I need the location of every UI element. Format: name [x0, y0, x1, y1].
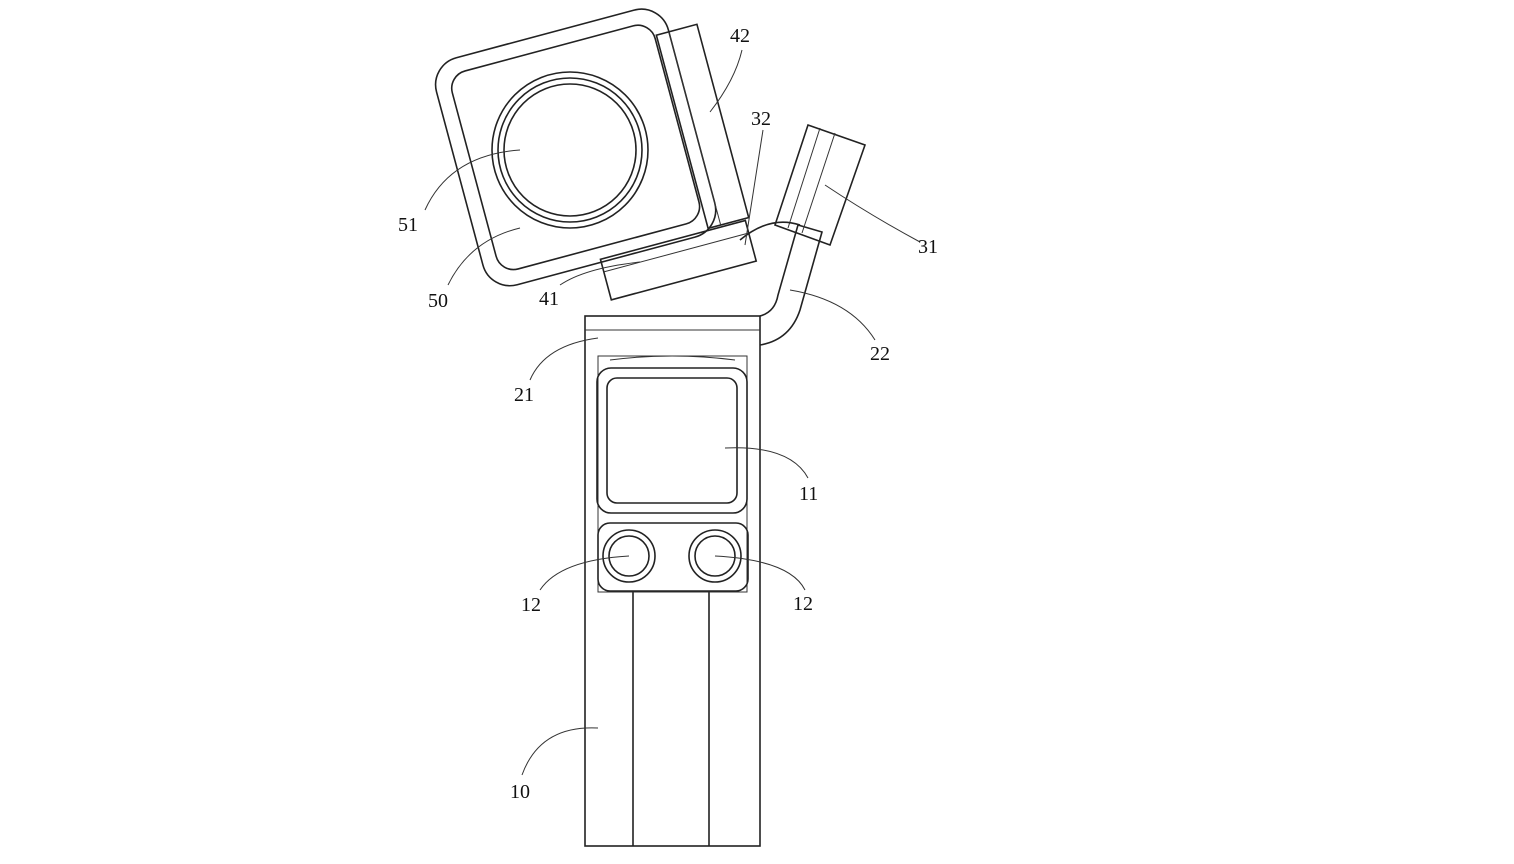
lens — [491, 71, 649, 229]
label-12-right: 12 — [793, 593, 813, 615]
label-21: 21 — [514, 384, 534, 406]
label-11: 11 — [799, 483, 818, 505]
label-22: 22 — [870, 343, 890, 365]
leader-lines — [424, 49, 921, 776]
handle-body — [584, 315, 761, 847]
control-buttons — [597, 522, 749, 592]
label-41: 41 — [539, 288, 559, 310]
label-51: 51 — [398, 214, 418, 236]
label-31: 31 — [918, 236, 938, 258]
gimbal-arms — [759, 123, 867, 346]
display-screen — [596, 355, 748, 514]
connector-32 — [739, 221, 801, 241]
label-42: 42 — [730, 25, 750, 47]
label-12-left: 12 — [521, 594, 541, 616]
camera-head — [434, 8, 758, 301]
label-50: 50 — [428, 290, 448, 312]
label-10: 10 — [510, 781, 530, 803]
label-32: 32 — [751, 108, 771, 130]
